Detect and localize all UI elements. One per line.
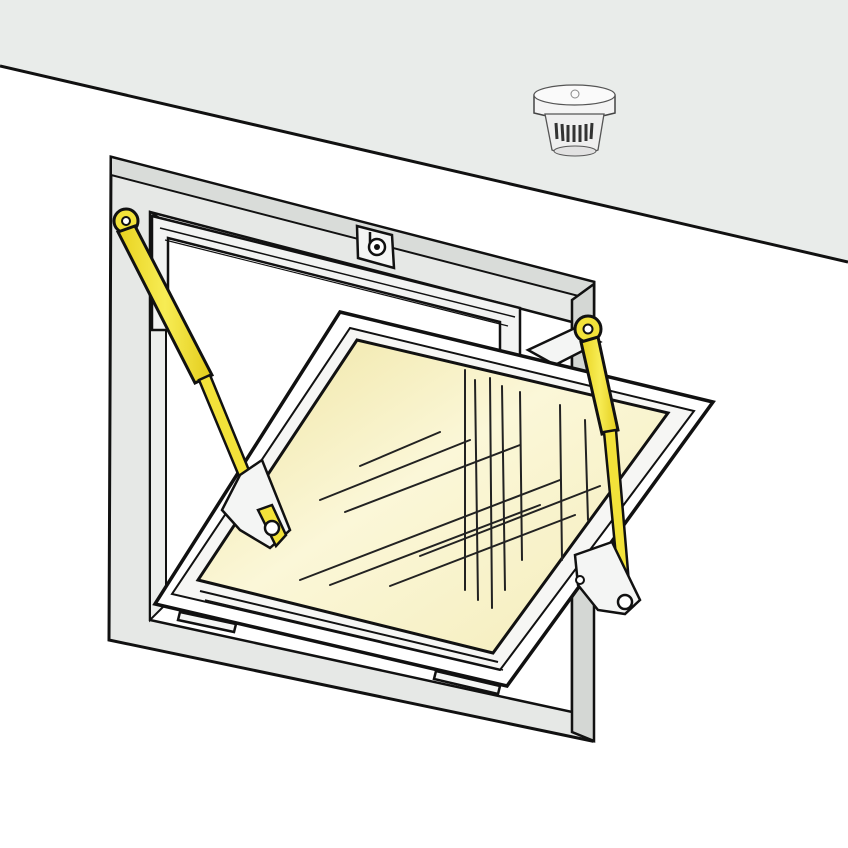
ceiling-wall-edge (0, 64, 848, 264)
glass-reflections (299, 369, 601, 609)
gas-strut-right (573, 314, 642, 616)
fixed-inner-frame (150, 214, 522, 362)
sash-bottom-tabs (176, 610, 502, 696)
hinge-icon (355, 224, 396, 270)
ceiling (0, 0, 848, 262)
smoke-detector-icon (533, 84, 616, 157)
gas-strut-left (112, 207, 292, 550)
